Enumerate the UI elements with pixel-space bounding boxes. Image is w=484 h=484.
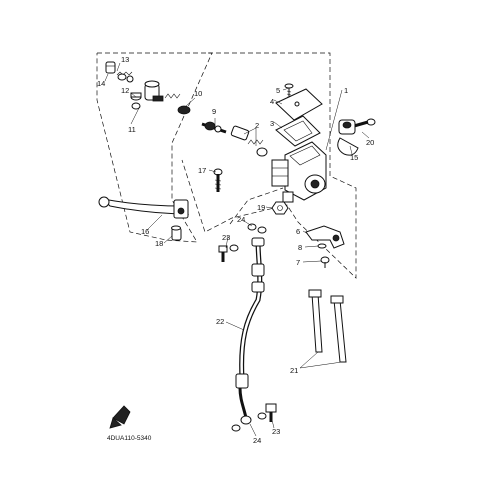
union-bolt-23-lower <box>265 403 277 422</box>
callout-11: 11 <box>128 125 136 134</box>
callout-16: 16 <box>141 227 149 236</box>
mirror-holder <box>338 119 356 135</box>
callout-13: 13 <box>121 55 129 64</box>
callout-19: 19 <box>257 203 265 212</box>
pivot-bolt-17 <box>213 168 223 192</box>
push-rod-9 <box>201 118 227 134</box>
callout-18: 18 <box>155 239 163 248</box>
switch-bracket-6 <box>305 225 345 249</box>
callout-24-upper: 24 <box>237 215 245 224</box>
callout-12: 12 <box>121 86 129 95</box>
screw-7 <box>320 256 330 268</box>
callout-9: 9 <box>212 107 216 116</box>
cable-ties-21 <box>308 289 347 363</box>
master-cylinder-body-1 <box>271 141 327 203</box>
gasket-24-lower <box>231 412 267 432</box>
clamp-15 <box>337 137 359 156</box>
piston-kit-2 <box>230 125 268 157</box>
callout-22: 22 <box>216 317 224 326</box>
callout-24-lower: 24 <box>253 436 261 445</box>
brake-hose-22 <box>235 237 265 425</box>
brake-hose-group-outline <box>229 187 284 225</box>
callout-10: 10 <box>194 89 202 98</box>
reservoir-cap-4 <box>275 88 323 121</box>
callout-23-upper: 23 <box>222 233 230 242</box>
collar-18 <box>171 225 182 241</box>
washer-8 <box>317 243 327 249</box>
callout-17: 17 <box>198 166 206 175</box>
cap-14 <box>105 61 116 74</box>
callout-4: 4 <box>270 97 274 106</box>
callout-14: 14 <box>97 79 105 88</box>
callout-5: 5 <box>276 86 280 95</box>
bolt-20 <box>353 118 376 128</box>
callout-1: 1 <box>344 86 348 95</box>
brake-lever-16 <box>98 196 190 219</box>
nut-19 <box>271 201 289 215</box>
diagram-code: 4DUA110-5340 <box>107 435 152 442</box>
callout-3: 3 <box>270 119 274 128</box>
leader-lines <box>104 62 370 437</box>
diaphragm-3 <box>275 115 321 147</box>
callout-15: 15 <box>350 153 358 162</box>
callout-2: 2 <box>255 121 259 130</box>
adjuster-knob <box>144 80 164 102</box>
callout-20: 20 <box>366 138 374 147</box>
callout-6-lower: 8 <box>298 243 302 252</box>
union-bolt-23-upper <box>218 244 239 262</box>
master-cylinder-group-outline <box>181 52 357 279</box>
forward-arrow-icon <box>109 405 131 429</box>
spring-10 <box>164 93 191 115</box>
callout-23-lower: 23 <box>272 427 280 436</box>
callout-7: 7 <box>296 258 300 267</box>
spring-13 <box>116 71 134 83</box>
callouts: 1 2 3 4 5 6 8 7 9 10 11 12 13 14 15 16 1… <box>97 55 374 445</box>
gasket-24-upper <box>247 223 267 234</box>
callout-6-upper: 6 <box>296 227 300 236</box>
callout-21: 21 <box>290 366 298 375</box>
lever-group-outline <box>96 52 213 243</box>
